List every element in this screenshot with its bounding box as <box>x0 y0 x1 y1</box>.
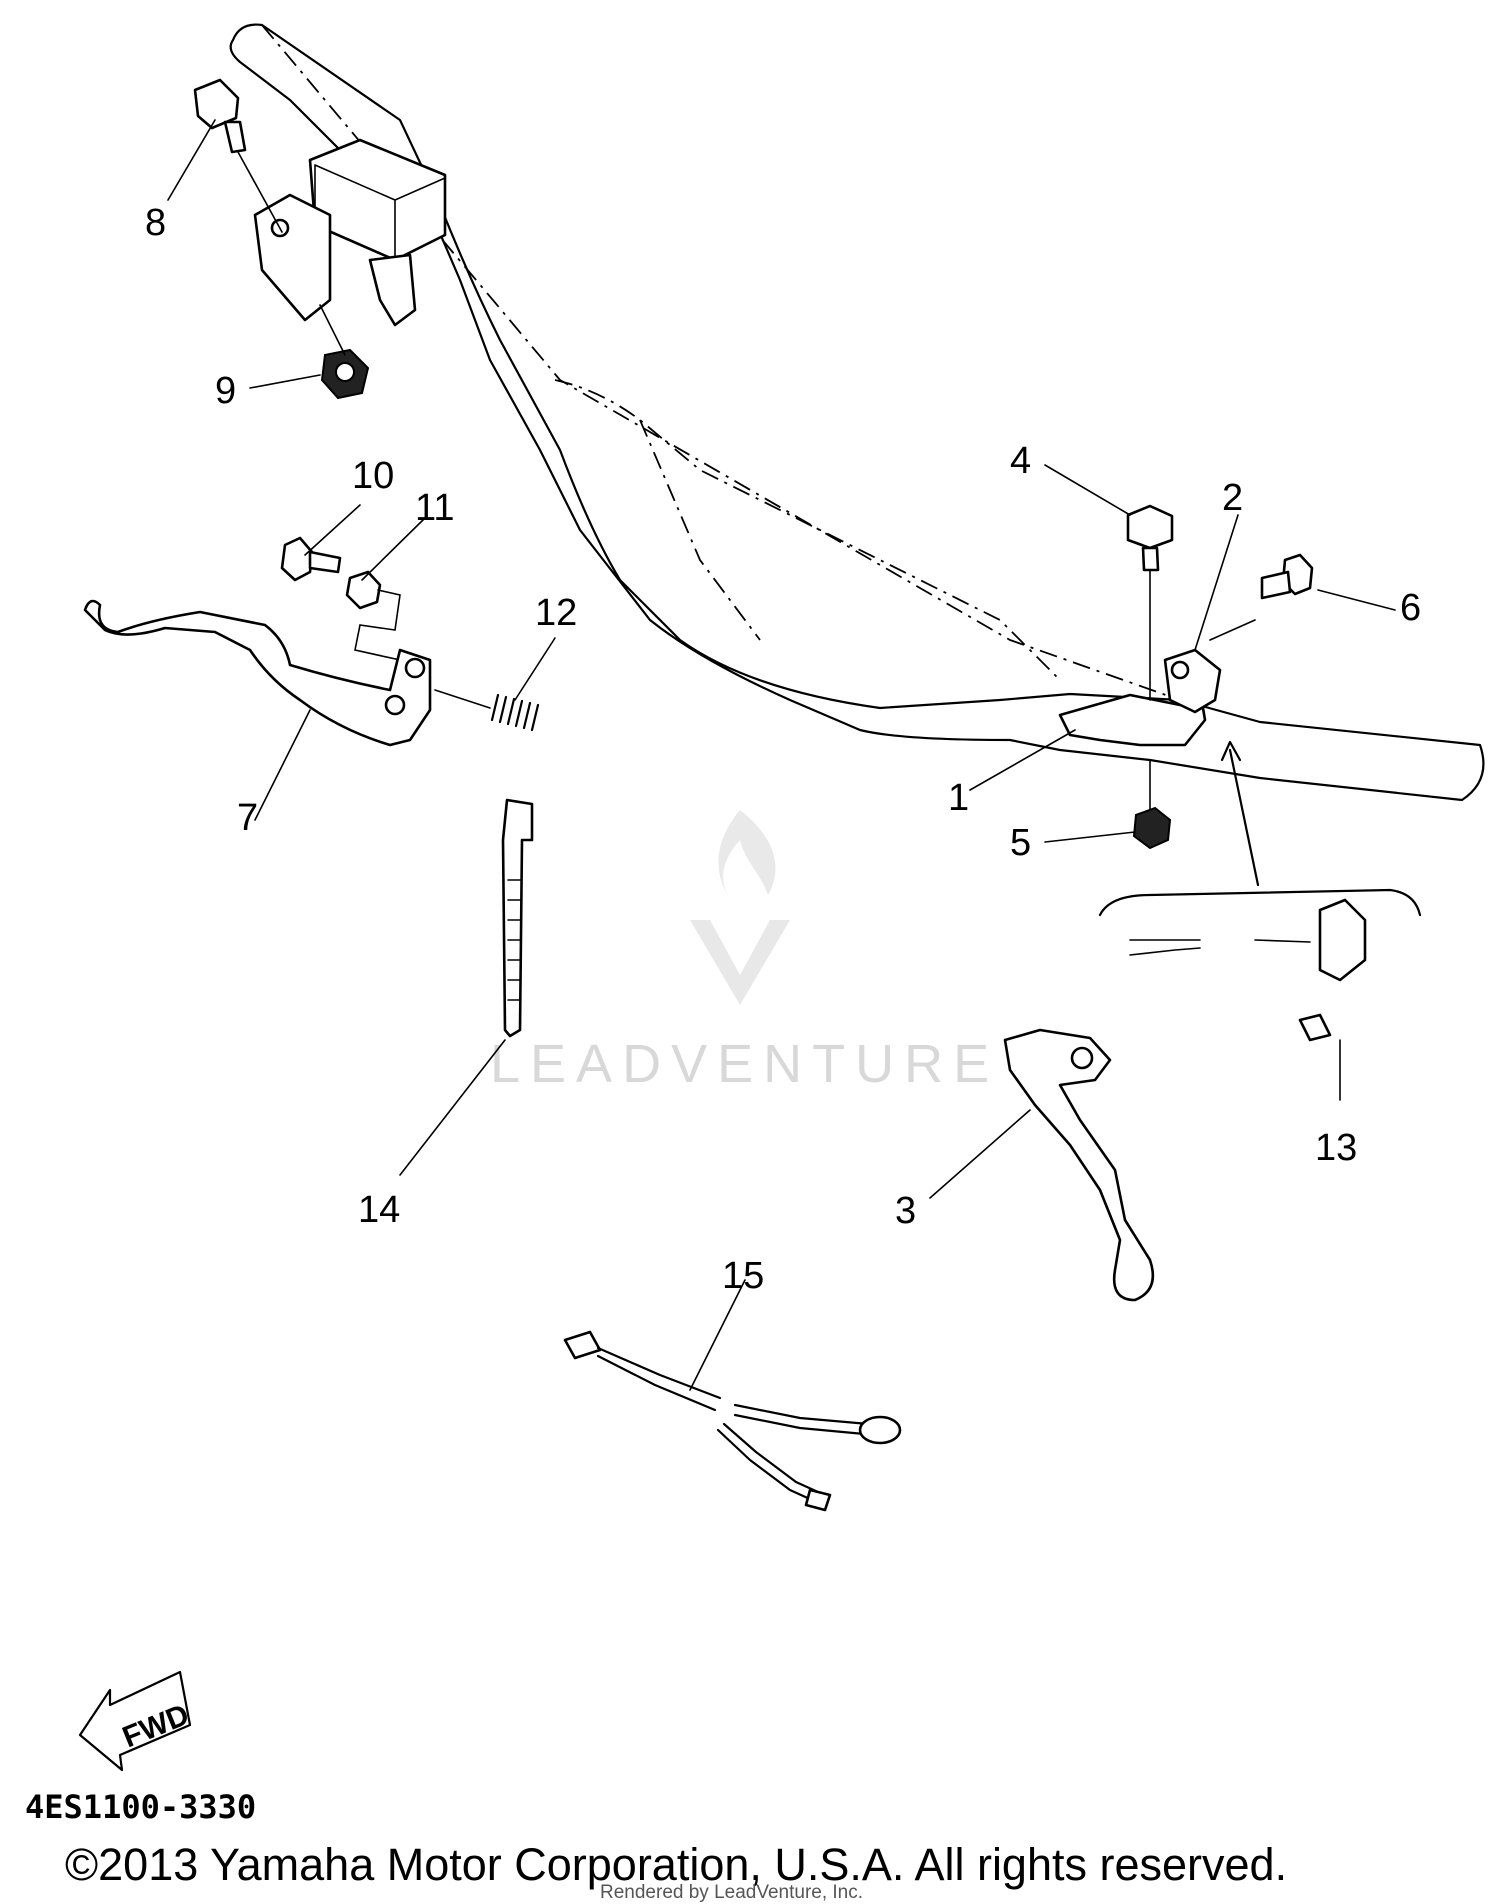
bolt-4 <box>1126 504 1174 572</box>
copyright-notice: ©2013 Yamaha Motor Corporation, U.S.A. A… <box>65 1839 1287 1890</box>
wire-harness-15 <box>563 1330 902 1512</box>
callout-15: 15 <box>722 1255 764 1297</box>
clutch-lever-3 <box>1003 1028 1155 1302</box>
watermark-text: LEADVENTURE <box>490 1034 999 1094</box>
screw-10 <box>280 536 342 582</box>
bolt-8 <box>193 78 283 233</box>
callout-7: 7 <box>237 797 258 839</box>
callout-5: 5 <box>1010 822 1031 864</box>
callout-12: 12 <box>535 592 577 634</box>
screw-6 <box>1260 553 1314 600</box>
callout-3: 3 <box>895 1190 916 1232</box>
callout-4: 4 <box>1010 440 1031 482</box>
nut-5 <box>1132 806 1172 850</box>
callout-1: 1 <box>948 777 969 819</box>
handlebar <box>229 23 1485 802</box>
callout-6: 6 <box>1400 587 1421 629</box>
rendered-by: Rendered by LeadVenture, Inc. <box>600 1882 863 1903</box>
watermark-logo <box>690 810 790 1005</box>
spring-12 <box>434 689 540 732</box>
nut-9 <box>319 304 370 400</box>
master-cylinder <box>253 138 447 327</box>
callout-10: 10 <box>352 455 394 497</box>
callout-2: 2 <box>1222 477 1243 519</box>
leader-lines <box>167 119 1396 1391</box>
callout-8: 8 <box>145 202 166 244</box>
brake-lever-7 <box>83 599 432 747</box>
fwd-arrow-icon: FWD <box>78 1670 194 1772</box>
callout-11: 11 <box>415 487 454 529</box>
cable-tie-14 <box>501 798 534 1038</box>
part-code: 4ES1100-3330 <box>25 1788 256 1826</box>
clutch-switch-inset <box>1098 740 1422 1101</box>
callout-13: 13 <box>1315 1127 1357 1169</box>
callout-14: 14 <box>358 1189 400 1231</box>
fwd-label: FWD <box>118 1698 194 1754</box>
callout-9: 9 <box>215 370 236 412</box>
